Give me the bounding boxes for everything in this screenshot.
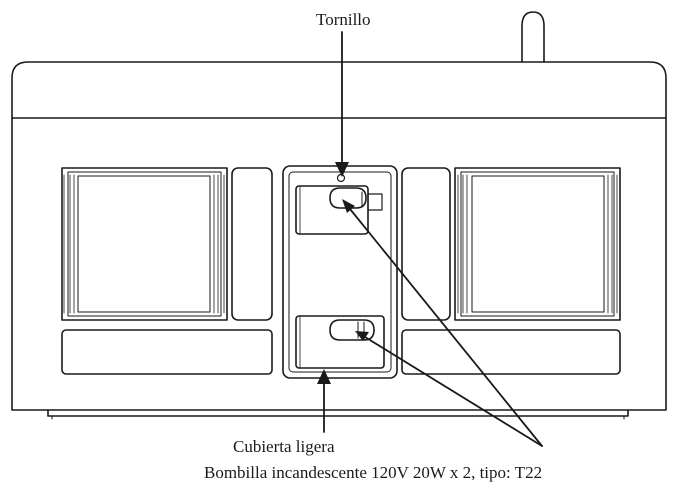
appliance-body: [11, 61, 667, 411]
lower-bulb: [295, 315, 385, 369]
bulb-label: Bombilla incandescente 120V 20W x 2, tip…: [204, 463, 543, 482]
upper-bulb: [295, 185, 383, 235]
left-lower-slot: [61, 329, 273, 375]
right-lower-slot: [401, 329, 621, 375]
base-strip: [47, 409, 629, 417]
left-window: [61, 167, 228, 321]
left-side-panel: [231, 167, 273, 321]
light-cover-inner: [288, 171, 392, 373]
right-side-panel: [401, 167, 451, 321]
screw-label: Tornillo: [316, 10, 371, 29]
screw-leader: [335, 31, 349, 177]
right-window: [454, 167, 621, 321]
light-cover-label: Cubierta ligera: [233, 437, 335, 456]
bulb-leaders: [342, 199, 543, 447]
light-cover-leader: [317, 369, 331, 433]
screw: [336, 173, 346, 183]
top-knob: [521, 11, 545, 63]
